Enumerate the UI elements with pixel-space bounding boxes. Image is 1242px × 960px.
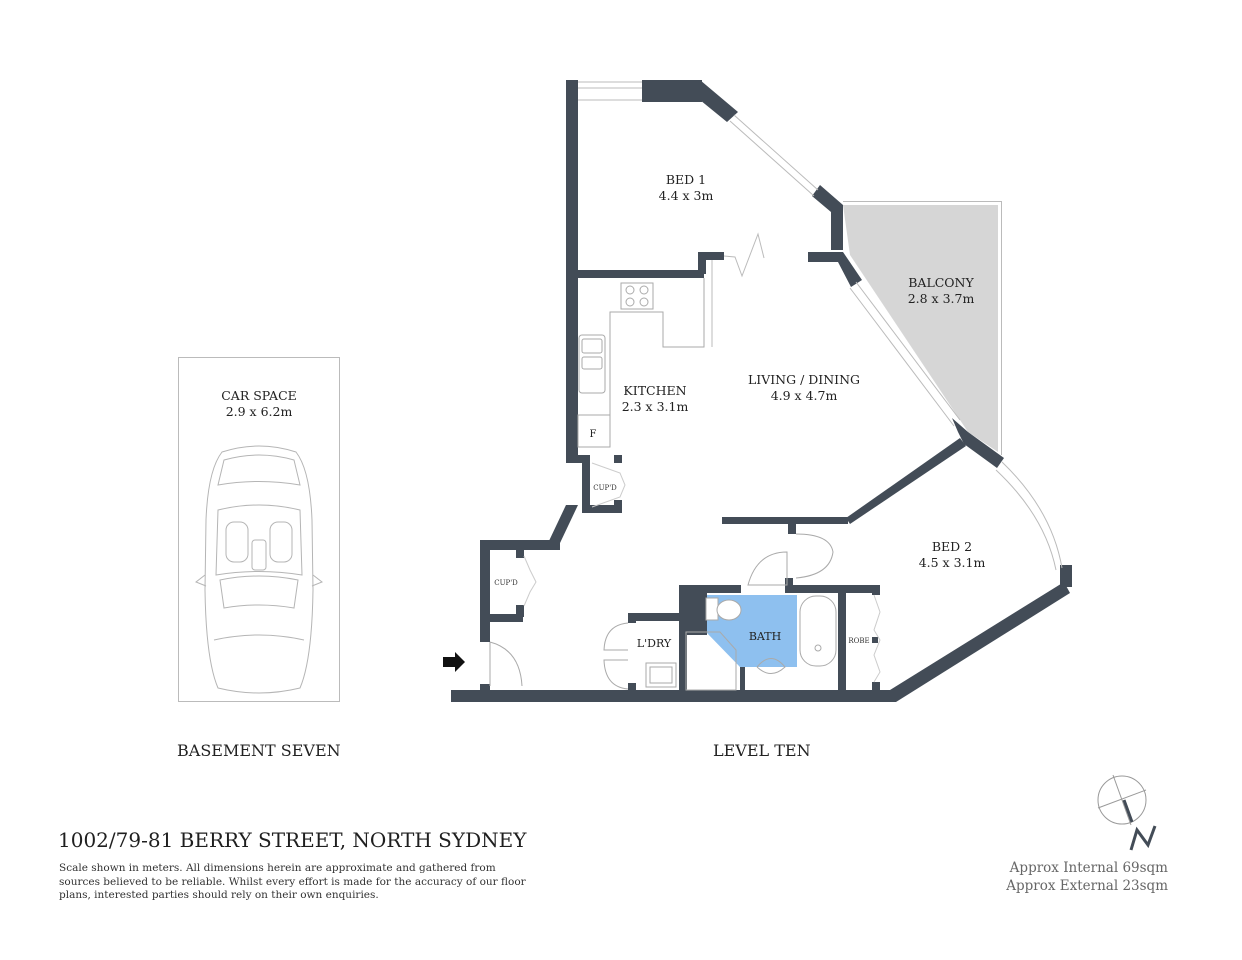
robe-name: ROBE xyxy=(848,637,869,645)
car-space: CAR SPACE 2.9 x 6.2m xyxy=(178,357,340,702)
external-area: Approx External 23sqm xyxy=(1006,878,1168,894)
balcony: BALCONY 2.8 x 3.7m xyxy=(843,201,1002,455)
doors xyxy=(489,462,881,690)
compass-icon xyxy=(1097,774,1157,851)
property-address: 1002/79-81 BERRY STREET, NORTH SYDNEY xyxy=(58,828,527,852)
internal-area: Approx Internal 69sqm xyxy=(1009,860,1168,876)
balcony-size: 2.8 x 3.7m xyxy=(908,291,975,306)
car-icon xyxy=(195,445,323,694)
bed1-size: 4.4 x 3m xyxy=(659,188,714,203)
fridge-label: F xyxy=(590,429,597,440)
kitchen-fixtures xyxy=(577,278,705,448)
laundry-name: L'DRY xyxy=(637,637,672,650)
disclaimer-text: Scale shown in meters. All dimensions he… xyxy=(59,862,526,901)
walls xyxy=(451,80,1072,702)
cupboard-entry-name: CUP'D xyxy=(494,579,518,587)
bed1-name: BED 1 xyxy=(666,172,706,187)
kitchen-name: KITCHEN xyxy=(623,383,686,398)
cupboard-kitchen-name: CUP'D xyxy=(593,484,617,492)
windows xyxy=(578,81,1063,571)
basement-level-label: BASEMENT SEVEN xyxy=(177,741,341,760)
car-space-size: 2.9 x 6.2m xyxy=(226,404,293,419)
entry-arrow-icon xyxy=(443,652,465,672)
kitchen-size: 2.3 x 3.1m xyxy=(622,399,689,414)
car-space-name: CAR SPACE xyxy=(221,388,297,403)
main-level-label: LEVEL TEN xyxy=(713,741,811,760)
bath-name: BATH xyxy=(749,630,781,643)
balcony-name: BALCONY xyxy=(908,275,974,290)
living-size: 4.9 x 4.7m xyxy=(771,388,838,403)
living-name: LIVING / DINING xyxy=(748,372,860,387)
bed2-name: BED 2 xyxy=(932,539,972,554)
bath-fixtures xyxy=(645,595,837,691)
bed2-size: 4.5 x 3.1m xyxy=(919,555,986,570)
